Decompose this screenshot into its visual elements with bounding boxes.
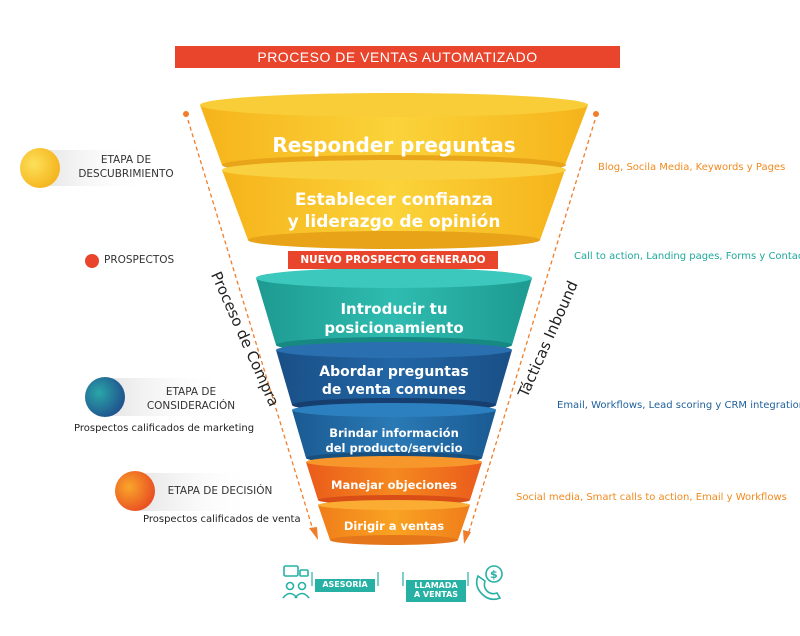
svg-text:$: $ xyxy=(490,568,498,581)
layer-4-line-2: de venta comunes xyxy=(321,381,467,398)
consideration-stage-marker xyxy=(85,377,225,417)
tactic-decision: Social media, Smart calls to action, Ema… xyxy=(516,492,787,503)
tactic-prospects: Call to action, Landing pages, Forms y C… xyxy=(574,251,800,262)
layer-4-line-1: Abordar preguntas xyxy=(319,364,469,380)
phone-dollar-icon: $ xyxy=(475,565,503,601)
layer-1-label: Responder preguntas xyxy=(272,133,516,157)
consideration-line-2: CONSIDERACIÓN xyxy=(146,399,236,412)
prospects-label: PROSPECTOS xyxy=(104,254,175,266)
layer-3-line-2: posicionamiento xyxy=(324,319,464,338)
discovery-stage-marker xyxy=(20,148,150,188)
new-prospect-banner: NUEVO PROSPECTO GENERADO xyxy=(288,251,498,269)
discovery-line-2: DESCUBRIMIENTO xyxy=(78,167,174,180)
layer-2-line-2: y liderazgo de opinión xyxy=(287,211,501,232)
prospects-dot xyxy=(85,254,99,268)
decision-sub-label: Prospectos calificados de venta xyxy=(143,514,301,525)
right-dashed-arrow xyxy=(463,111,599,544)
funnel-layer-6 xyxy=(306,456,482,505)
layer-3-line-1: Introducir tu xyxy=(340,300,448,318)
funnel-layer-2 xyxy=(222,160,566,249)
discovery-line-1: ETAPA DE xyxy=(100,154,152,166)
bottom-connector xyxy=(311,572,469,586)
discovery-stage-label: ETAPA DE DESCUBRIMIENTO xyxy=(66,154,186,181)
layer-2-label: Establecer confianza y liderazgo de opin… xyxy=(240,190,548,234)
layer-6-label: Manejar objeciones xyxy=(331,478,457,492)
tactic-discovery: Blog, Socila Media, Keywords y Pages xyxy=(598,162,786,173)
layer-2-line-1: Establecer confianza xyxy=(294,190,494,210)
funnel-layer-1 xyxy=(200,93,588,175)
people-chat-icon xyxy=(282,565,310,599)
left-dashed-arrow xyxy=(183,111,318,540)
layer-4-label: Abordar preguntas de venta comunes xyxy=(286,364,502,400)
consideration-line-1: ETAPA DE xyxy=(165,386,217,398)
layer-7-label: Dirigir a ventas xyxy=(343,519,445,533)
layer-3-label: Introducir tu posicionamiento xyxy=(276,300,512,338)
layer-5-label: Brindar información del producto/servici… xyxy=(300,426,488,455)
sales-call-line-2: A VENTAS xyxy=(413,590,459,599)
page-title: PROCESO DE VENTAS AUTOMATIZADO xyxy=(175,46,620,68)
sales-call-line-1: LLAMADA xyxy=(414,581,458,591)
funnel-layer-7 xyxy=(318,500,470,545)
layer-5-line-2: del producto/servicio xyxy=(325,440,463,455)
consideration-stage-label: ETAPA DE CONSIDERACIÓN xyxy=(136,386,246,413)
consideration-sub-label: Prospectos calificados de marketing xyxy=(74,423,255,434)
layer-5-line-1: Brindar información xyxy=(329,426,459,440)
decision-stage-marker xyxy=(115,471,255,511)
tactic-consideration: Email, Workflows, Lead scoring y CRM int… xyxy=(557,400,800,411)
sales-call-button[interactable]: LLAMADA A VENTAS xyxy=(406,580,466,602)
decision-stage-label: ETAPA DE DECISIÓN xyxy=(167,485,273,497)
advice-button[interactable]: ASESORÍA xyxy=(315,579,375,592)
